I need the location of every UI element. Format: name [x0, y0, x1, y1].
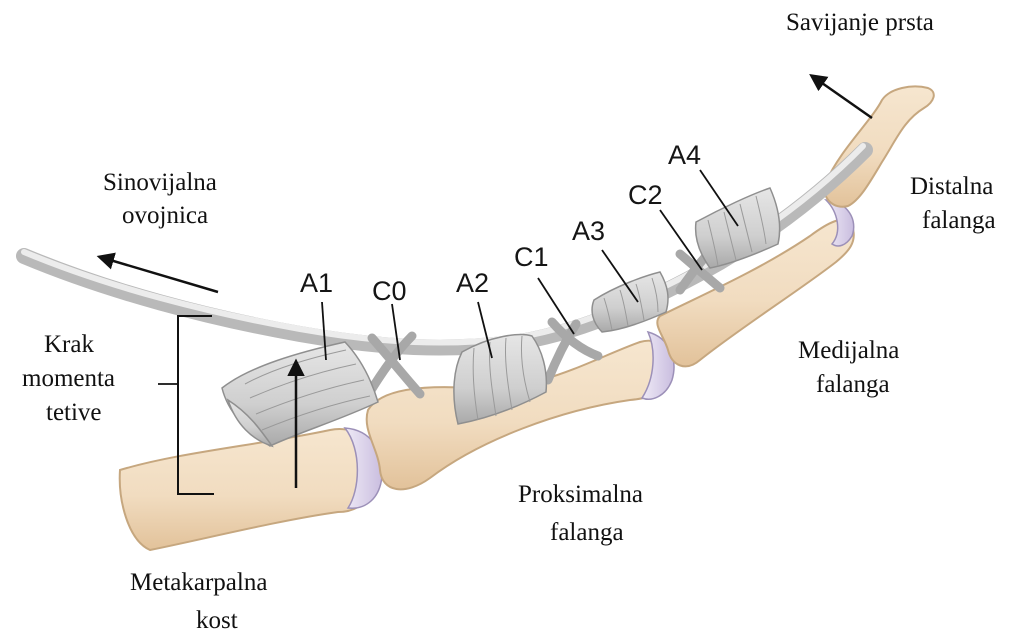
a4-pulley — [696, 188, 780, 268]
middle-phalanx-label-2: falanga — [816, 371, 890, 398]
a4-label: A4 — [668, 140, 701, 170]
proximal-phalanx-label-2: falanga — [550, 519, 624, 546]
proximal-phalanx-label-1: Proksimalna — [518, 481, 643, 508]
metacarpal-bone — [120, 429, 375, 550]
moment-arm-label-1: Krak — [44, 331, 94, 358]
c2-label: C2 — [628, 180, 663, 210]
a3-label: A3 — [572, 216, 605, 246]
distal-phalanx-label-1: Distalna — [910, 173, 993, 200]
metacarpal-label-1: Metakarpalna — [130, 569, 267, 596]
finger-flexion-label: Savijanje prsta — [786, 9, 934, 36]
c2-leader — [660, 210, 702, 270]
flexion-arrow — [812, 76, 872, 118]
synovial-sheath-label-2: ovojnica — [122, 202, 208, 229]
a1-label: A1 — [300, 268, 333, 298]
moment-arm-label-2: momenta — [22, 365, 115, 392]
distal-phalanx-label-2: falanga — [922, 207, 996, 234]
a2-label: A2 — [456, 268, 489, 298]
metacarpal-label-2: kost — [196, 607, 238, 634]
synovial-sheath-label-1: Sinovijalna — [103, 169, 217, 196]
c1-label: C1 — [514, 242, 549, 272]
c0-label: C0 — [372, 276, 407, 306]
middle-phalanx-label-1: Medijalna — [798, 337, 899, 364]
moment-arm-label-3: tetive — [46, 399, 102, 426]
